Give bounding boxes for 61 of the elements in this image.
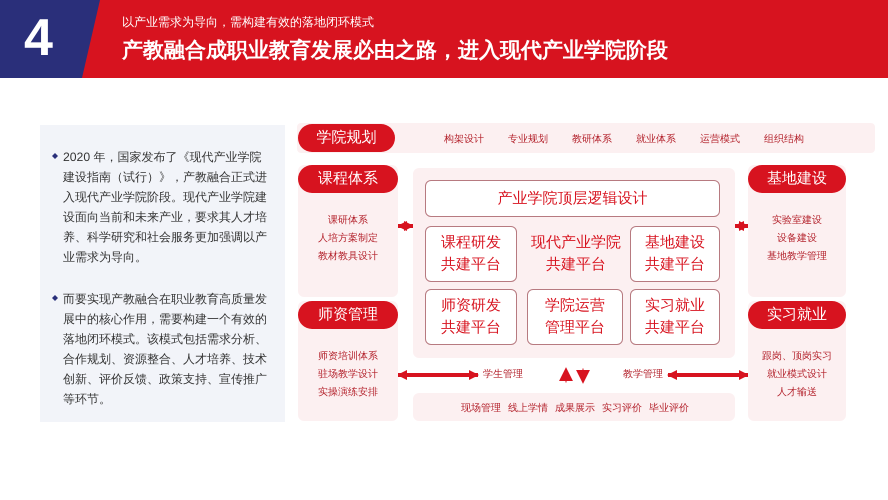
platform-area [413, 168, 735, 358]
list-item: 运营模式 [700, 132, 740, 146]
section-panel [748, 165, 846, 297]
slide-title: 产教融合成职业教育发展必由之路，进入现代产业学院阶段 [122, 37, 668, 64]
section-panel [298, 165, 398, 297]
list-item: 驻场教学设计 [317, 368, 379, 381]
list-item: 专业规划 [508, 132, 548, 146]
section-heading: 学院规划 [298, 124, 395, 152]
text-panel [40, 125, 285, 422]
list-item: 跟岗、顶岗实习 [761, 350, 833, 363]
list-item: 现场管理 [461, 402, 501, 415]
platform-title: 现代产业学院共建平台 [530, 233, 622, 275]
list-item: 人才输送 [776, 386, 818, 399]
section-heading: 实习就业 [748, 301, 846, 329]
list-item: 实习评价 [602, 402, 642, 415]
list-item: 课研体系 [327, 214, 369, 227]
list-item: 组织结构 [764, 132, 804, 146]
platform-title: 基地建设共建平台 [644, 233, 706, 275]
triangle-arrow [559, 367, 573, 383]
section-heading: 基地建设 [748, 165, 846, 193]
paragraph: 2020 年，国家发布了《现代产业学院建设指南（试行）》，产教融合正式进入现代产业学院阶段。现代产业学院建设面向当前和未来产业，要求其人才培养、科学研究和社会服务更加强调以产业需求为导向。 [63, 149, 268, 266]
management-label: 教学管理 [618, 367, 668, 383]
list-item: 线上学情 [508, 402, 548, 415]
slide-subtitle: 以产业需求为导向，需构建有效的落地闭环模式 [122, 14, 374, 31]
list-item: 师资培训体系 [317, 350, 379, 363]
platform-box [527, 289, 623, 345]
list-item: 就业模式设计 [766, 368, 828, 381]
platform-box [630, 226, 720, 282]
section-band [297, 123, 875, 153]
platform-title: 师资研发共建平台 [440, 296, 502, 338]
platform-title: 实习就业共建平台 [644, 296, 706, 338]
section-panel [298, 301, 398, 421]
list-item: 实验室建设 [771, 214, 823, 227]
triangle-arrow [576, 368, 590, 384]
list-item: 构架设计 [444, 132, 484, 146]
platform-box [425, 180, 720, 217]
list-item: 成果展示 [555, 402, 595, 415]
section-panel [748, 301, 846, 421]
list-item: 人培方案制定 [317, 232, 379, 245]
management-label: 学生管理 [478, 367, 528, 383]
double-arrow [734, 221, 749, 231]
list-item: 实操演练安排 [317, 386, 379, 399]
platform-box [425, 289, 517, 345]
list-item: 就业体系 [636, 132, 676, 146]
section-heading: 师资管理 [298, 301, 398, 329]
list-item: 设备建设 [776, 232, 818, 245]
platform-box [630, 289, 720, 345]
list-item: 教材教具设计 [317, 250, 379, 263]
double-arrow [667, 370, 749, 380]
platform-title: 学院运营管理平台 [544, 296, 606, 338]
platform-box [425, 226, 517, 282]
double-arrow [397, 221, 414, 231]
paragraph: 而要实现产教融合在职业教育高质量发展中的核心作用，需要构建一个有效的落地闭环模式。该模式包括需求分析、合作规划、资源整合、人才培养、技术创新、评价反馈、政策支持、宣传推广等环节。 [63, 291, 268, 408]
section-heading: 课程体系 [298, 165, 398, 193]
list-item: 毕业评价 [649, 402, 689, 415]
section-number: 4 [24, 8, 53, 68]
platform-title: 产业学院顶层逻辑设计 [498, 188, 648, 208]
list-item: 基地教学管理 [766, 250, 828, 263]
list-item: 教研体系 [572, 132, 612, 146]
double-arrow [397, 370, 479, 380]
platform-title: 课程研发共建平台 [440, 233, 502, 275]
